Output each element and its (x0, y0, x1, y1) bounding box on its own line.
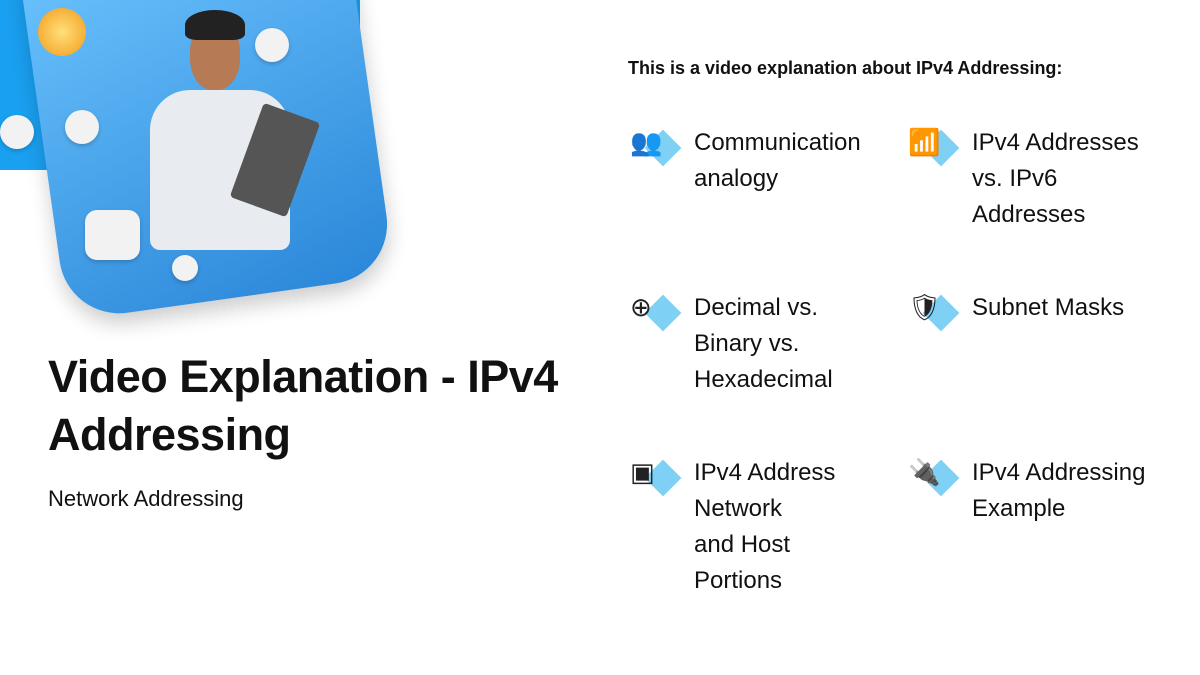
topic-label: IPv4 Addressing Example (972, 459, 1146, 522)
chat-bubble-icon (255, 28, 289, 62)
page-subtitle: Network Addressing (48, 486, 244, 511)
topic-label: Decimal vs. Binary vs. Hexadecimal (694, 294, 833, 393)
lightbulb-icon (38, 8, 86, 56)
topic-item: 👥 Communication analogy (630, 125, 861, 197)
network-cable-icon: 🔌 (908, 455, 960, 505)
topic-item: 🔌 IPv4 Addressing Example (908, 455, 1145, 527)
people-talking-icon: 👥 (630, 125, 682, 175)
topic-item: 🛡 Subnet Masks (908, 290, 1124, 340)
chat-bubble-icon (0, 115, 34, 149)
topic-label: Subnet Masks (972, 294, 1125, 321)
topic-item: 📶 IPv4 Addresses vs. IPv6 Addresses (908, 125, 1139, 233)
shield-window-icon: 🛡 (908, 290, 960, 340)
topic-label: IPv4 Addresses vs. IPv6 Addresses (972, 129, 1139, 228)
chat-bubble-icon (85, 210, 140, 260)
router-icon: 📶 (908, 125, 960, 175)
topic-item: ▣ IPv4 Address Network and Host Portions (630, 455, 835, 599)
ethernet-port-icon: ▣ (630, 455, 682, 505)
calculator-operations-icon: ⊕ (630, 290, 682, 340)
hero-illustration (0, 0, 400, 322)
doctor-with-laptop (150, 10, 321, 280)
topic-label: IPv4 Address Network and Host Portions (694, 459, 836, 594)
chat-bubble-icon (172, 255, 198, 281)
topic-item: ⊕ Decimal vs. Binary vs. Hexadecimal (630, 290, 833, 398)
topic-label: Communication analogy (694, 129, 861, 192)
chat-bubble-icon (65, 110, 99, 144)
intro-text: This is a video explanation about IPv4 A… (628, 58, 1063, 78)
page-title: Video Explanation - IPv4 Addressing (48, 351, 558, 460)
